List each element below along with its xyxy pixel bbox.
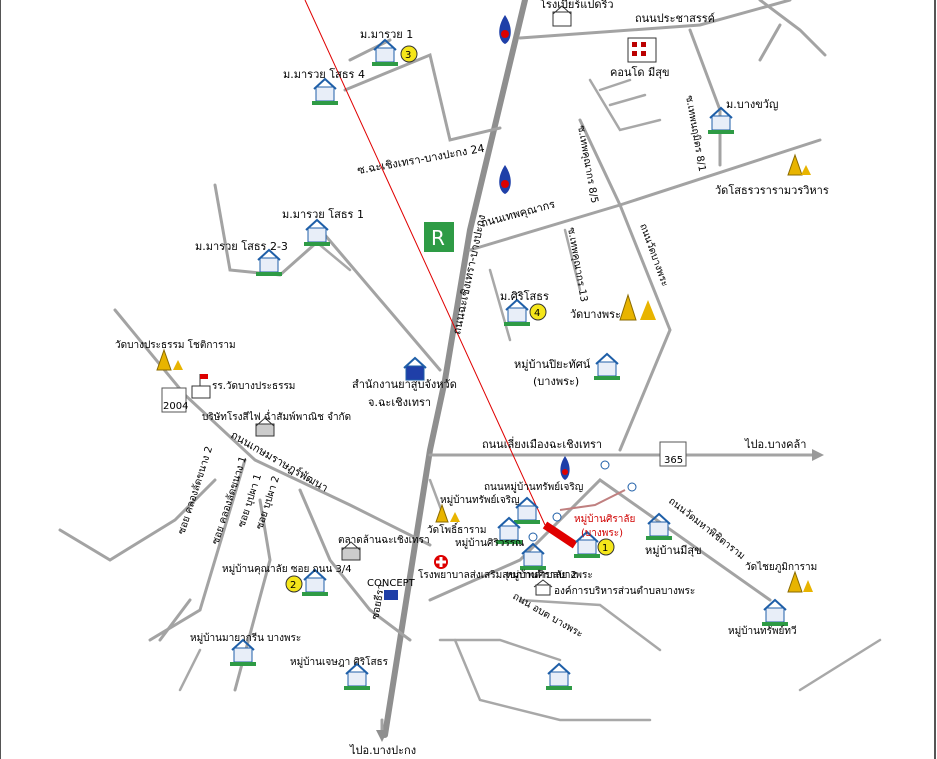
condo-icon: [627, 37, 657, 63]
route-shield-2004: 2004: [161, 387, 188, 413]
house-icon: [504, 298, 530, 326]
house-icon: [514, 496, 540, 524]
house-icon: [708, 106, 734, 134]
house-icon: [496, 516, 522, 544]
label-sirisothon: ม.ศิริโสธร: [500, 289, 549, 303]
svg-text:365: 365: [664, 455, 683, 466]
svg-text:1: 1: [602, 543, 608, 554]
label-maruay1: ม.มารวย 1: [360, 28, 413, 41]
house-icon: [344, 662, 370, 690]
house-icon: [372, 38, 398, 66]
label-wat-sothon: วัดโสธรวรารามวรวิหาร: [715, 183, 829, 197]
marker-icon: [600, 460, 610, 470]
label-maruay-sothon1: ม.มารวย โสธร 1: [282, 207, 364, 221]
house-icon: [594, 352, 620, 380]
route-shield-365: 365: [659, 441, 687, 467]
label-maruay-sothon4: ม.มารวย โสธร 4: [283, 67, 365, 81]
school-icon: [191, 374, 211, 399]
svg-text:3: 3: [405, 50, 411, 61]
house-icon: [304, 218, 330, 246]
logo-icon: R: [424, 222, 454, 252]
label-kunalai: หมู่บ้านคุณาลัย ซอย ถนน 3/4: [222, 563, 352, 575]
label-siralai-sub: (บางพระ): [581, 528, 623, 539]
label-chettiwat: หมู่บ้านเจษฎา ศิริโสธร: [290, 655, 389, 668]
label-concept: CONCEPT: [367, 578, 416, 589]
label-sapcharoen: หมู่บ้านทรัพย์เจริญ: [440, 494, 520, 506]
badge-4: 4: [529, 303, 547, 321]
house-icon: [646, 512, 672, 540]
label-wat-bangphra: วัดบางพระ: [570, 308, 621, 321]
marker-icon: [528, 532, 538, 542]
svg-text:R: R: [431, 226, 445, 250]
label-piyathat-sub: (บางพระ): [533, 375, 579, 388]
houses: [230, 38, 788, 690]
building-icon: [255, 417, 275, 437]
label-sapthavee: หมู่บ้านทรัพย์ทวี: [728, 625, 797, 637]
label-siralai: หมู่บ้านศิราลัย: [574, 513, 635, 525]
temple-icon: [156, 348, 183, 371]
house-icon: [546, 662, 572, 690]
arrow-south-icon: [376, 730, 388, 742]
label-market: ตลาดล้านฉะเชิงเทรา: [338, 534, 430, 546]
badge-3: 3: [400, 45, 418, 63]
badge-2: 2: [285, 575, 303, 593]
label-wat-bangpradhamma: วัดบางประธรรม โชติการาม: [115, 338, 236, 351]
label-sirivarn: หมู่บ้านศิริวรรณ: [455, 537, 524, 549]
label-to-bangpakong: ไปอ.บางปะกง: [349, 744, 416, 757]
label-wat-pho: วัดโพธิ์ธาราม: [427, 522, 486, 536]
label-tobacco-office: สำนักงานยาสูบจังหวัด: [352, 378, 457, 391]
label-condo: คอนโด มีสุข: [610, 65, 670, 79]
house-icon: [520, 542, 546, 570]
label-bypass-rd: ถนนเลี่ยงเมืองฉะเชิงเทรา: [482, 436, 602, 451]
temple-icon: [619, 293, 656, 321]
label-to-bangkhla: ไปอ.บางคล้า: [744, 438, 806, 451]
direction-markers: [528, 460, 637, 542]
temple-icons: [156, 153, 813, 593]
label-maruay-sothon23: ม.มารวย โสธร 2-3: [195, 239, 288, 253]
label-hospital: โรงพยาบาลส่งเสริมสุขภาพตำบลบางพระ: [418, 568, 593, 581]
building-icon: [341, 541, 361, 561]
hospital-icon: [434, 555, 448, 569]
label-bang-kwan: ม.บางขวัญ: [726, 98, 778, 111]
temple-icon: [435, 503, 460, 523]
house-icon: [302, 568, 328, 596]
house-icon: [762, 598, 788, 626]
government-icon: [533, 579, 553, 596]
svg-text:4: 4: [534, 308, 540, 319]
house-icon: [312, 77, 338, 105]
label-mee-suk: หมู่บ้านมีสุข: [645, 544, 702, 557]
house-icon: [574, 530, 600, 558]
label-piyathat: หมู่บ้านปิยะทัศน์: [514, 358, 591, 371]
label-brewery: โรงเบียร์แปดริ้ว: [540, 0, 614, 11]
temple-icon: [787, 570, 813, 593]
house-icon: [403, 356, 427, 381]
marker-icon: [552, 512, 562, 522]
gas-station-icon: [499, 165, 511, 194]
arrow-east-icon: [812, 449, 824, 461]
label-tobacco-office-sub: จ.ฉะเชิงเทรา: [368, 396, 431, 409]
label-mayakrin: หมู่บ้านมายากรีน บางพระ: [190, 632, 301, 644]
svg-text:2004: 2004: [163, 401, 188, 412]
gas-station-icon: [499, 15, 511, 44]
label-sapcharoen-rd: ถนนหมู่บ้านทรัพย์เจริญ: [484, 481, 583, 493]
label-siralai2: หมู่บ้านศิราลัย 2: [506, 569, 577, 581]
label-obt: องค์การบริหารส่วนตำบลบางพระ: [554, 585, 695, 597]
house-icon: [256, 248, 282, 276]
label-wat-chaiyaphum: วัดไชยภูมิการาม: [745, 561, 817, 573]
gas-station-icon: [560, 456, 570, 480]
badge-1: 1: [597, 538, 615, 556]
label-school: รร.วัดบางประธรรม: [212, 381, 295, 392]
svg-text:2: 2: [290, 580, 296, 591]
marker-icon: [627, 482, 637, 492]
building-icon: [552, 5, 572, 27]
label-prachasan-rd: ถนนประชาสรรค์: [635, 12, 715, 25]
concept-icon: [384, 590, 398, 600]
temple-icon: [787, 153, 811, 176]
house-icon: [230, 638, 256, 666]
label-company: บริษัทโรงสีไฟ ฉ่ำสัมพ์พาณิช จำกัด: [202, 409, 351, 423]
